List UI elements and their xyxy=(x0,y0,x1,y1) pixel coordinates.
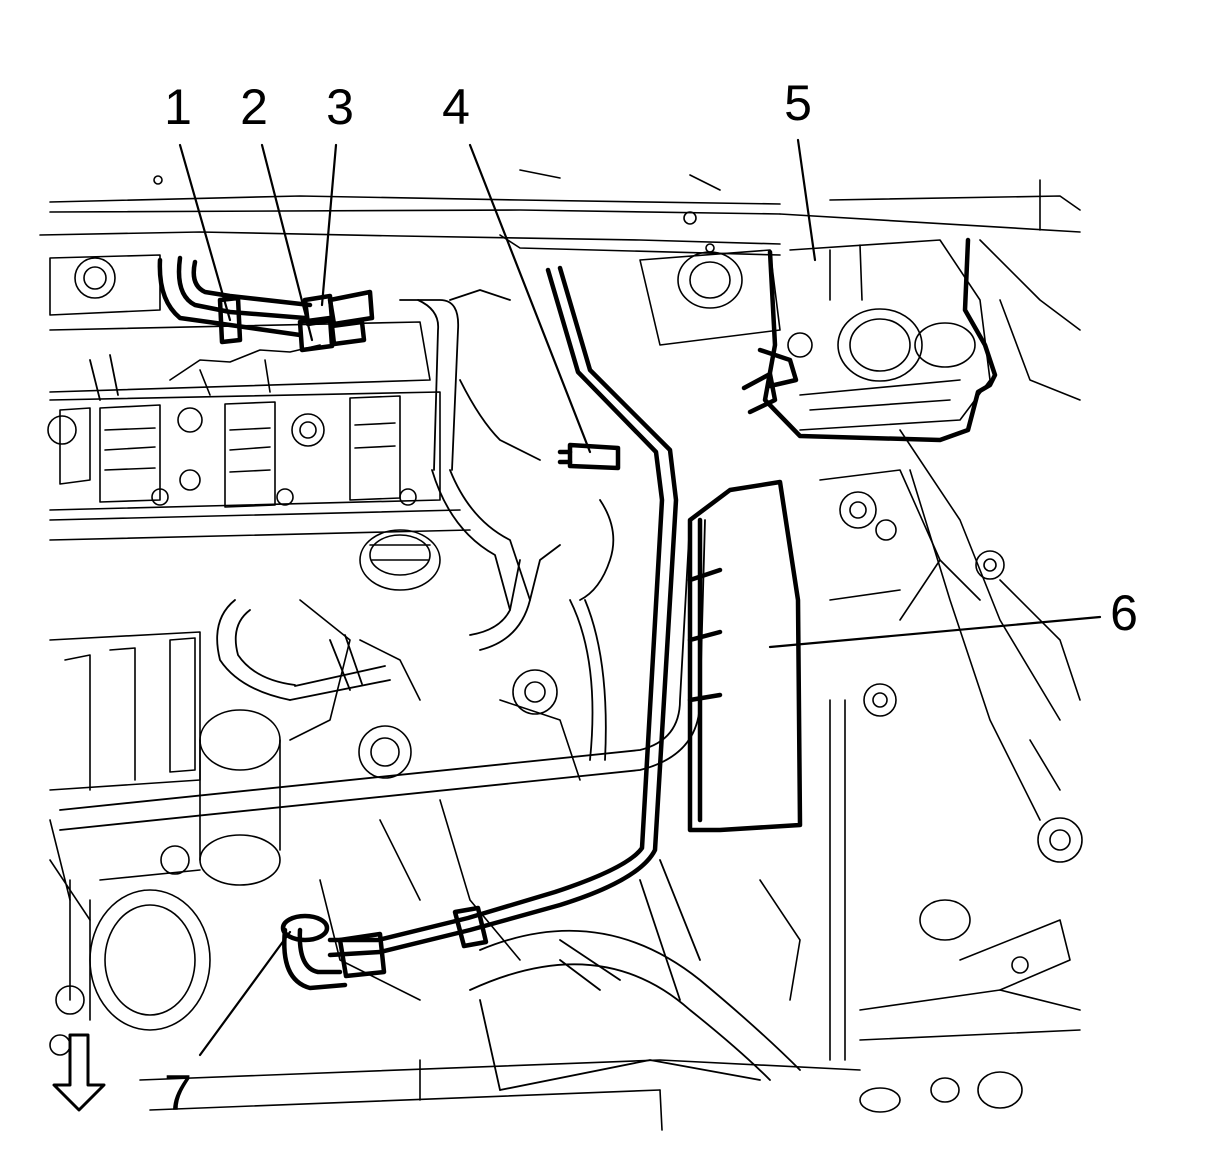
callout-1: 1 xyxy=(164,79,192,135)
leader-lines xyxy=(178,138,1102,1057)
leader-line-4 xyxy=(468,143,592,454)
callout-5: 5 xyxy=(784,75,812,131)
highlight-module-6 xyxy=(687,479,803,833)
cylinder-head xyxy=(47,254,471,541)
lower-block xyxy=(49,599,581,1056)
leader-line-7 xyxy=(198,930,292,1057)
firewall-lines xyxy=(39,169,1081,256)
highlight-vent-pipe xyxy=(280,265,679,991)
lower-frame xyxy=(139,1059,861,1131)
highlight-reservoir-5 xyxy=(741,237,998,443)
callout-3: 3 xyxy=(326,79,354,135)
leader-line-3 xyxy=(320,143,338,307)
intake-duct xyxy=(469,859,801,1091)
callout-4: 4 xyxy=(442,79,470,135)
highlight-connector-4 xyxy=(557,442,621,471)
leader-line-6 xyxy=(768,615,1102,649)
oil-cap xyxy=(358,529,558,779)
coolant-reservoir xyxy=(639,239,991,431)
callout-7: 7 xyxy=(164,1065,192,1121)
callout-6: 6 xyxy=(1110,585,1138,641)
callout-2: 2 xyxy=(240,79,268,135)
leader-line-1 xyxy=(178,143,232,322)
down-arrow-icon xyxy=(52,1033,106,1112)
highlight-fuel-lines xyxy=(157,255,375,353)
leader-line-5 xyxy=(796,138,817,262)
leader-line-2 xyxy=(260,143,314,342)
right-side-structure xyxy=(759,239,1083,1113)
